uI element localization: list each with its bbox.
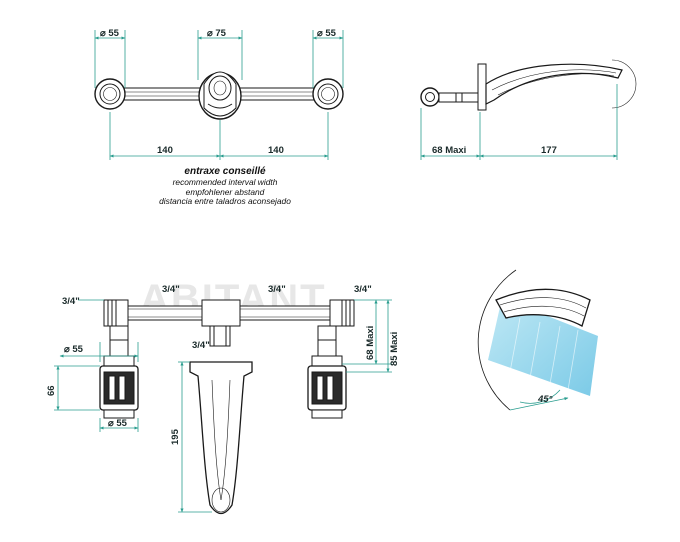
- thread-mid-left: 3/4": [162, 284, 180, 295]
- dimension-dia-55-bottom: ⌀ 55: [108, 418, 128, 429]
- front-view: [99, 299, 355, 515]
- side-view: [420, 59, 637, 111]
- front-view-dimensions: [54, 299, 392, 513]
- dimension-68-maxi-front: 68 Maxi: [365, 326, 376, 360]
- dimension-66: 66: [46, 385, 57, 396]
- top-view: [94, 71, 344, 120]
- thread-spout: 3/4": [192, 340, 210, 351]
- caption-de: empfohlener abstand: [185, 186, 265, 197]
- water-jet: [488, 298, 598, 396]
- dimension-195: 195: [170, 428, 181, 445]
- dimension-177: 177: [541, 145, 557, 156]
- dimension-dia-right: ⌀ 55: [317, 28, 337, 39]
- interval-caption: entraxe conseillé recommended interval w…: [150, 166, 300, 207]
- dimension-85-maxi: 85 Maxi: [389, 332, 400, 366]
- dimension-dia-center: ⌀ 75: [207, 28, 227, 39]
- dimension-dia-55-top: ⌀ 55: [64, 344, 84, 355]
- dimension-140-left: 140: [157, 145, 173, 156]
- side-view-dimensions: [420, 84, 618, 160]
- thread-right: 3/4": [354, 284, 372, 295]
- caption-es: distancia entre taladros aconsejado: [159, 196, 291, 206]
- thread-mid-right: 3/4": [268, 284, 286, 295]
- dimension-140-right: 140: [268, 145, 284, 156]
- caption-en: recommended interval width: [172, 177, 278, 187]
- dimension-dia-left: ⌀ 55: [100, 28, 120, 39]
- angle-45: 45°: [537, 394, 553, 405]
- thread-left: 3/4": [62, 296, 80, 307]
- caption-main: entraxe conseillé: [184, 166, 266, 177]
- top-view-dimensions: [94, 30, 344, 160]
- dimension-68-maxi: 68 Maxi: [432, 145, 466, 156]
- detail-view: [477, 269, 598, 411]
